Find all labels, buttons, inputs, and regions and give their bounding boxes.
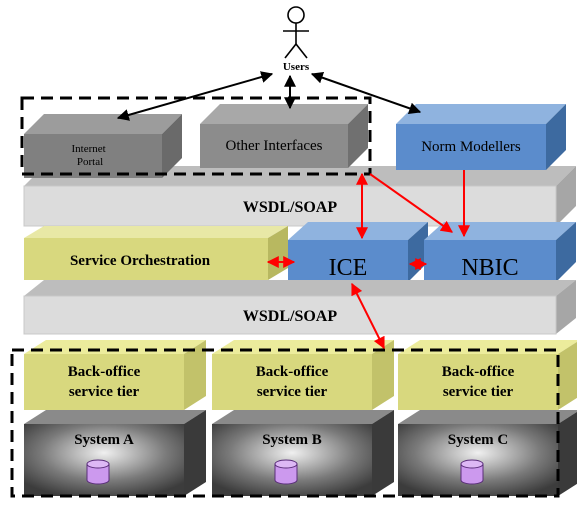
norm-modellers-label: Norm Modellers: [421, 139, 521, 155]
internet-portal-block: Internet Portal: [24, 114, 182, 178]
tier-side-face: [558, 341, 577, 410]
tier-label-line2: service tier: [443, 384, 514, 400]
back-office-tier-block: [212, 354, 372, 410]
wsdl-soap-bottom-label: WSDL/SOAP: [243, 308, 337, 325]
ice-label: ICE: [329, 255, 368, 281]
service-arrows: [266, 170, 470, 350]
back-office-dashed-boundary: [10, 348, 560, 498]
back-office-tier-block: [24, 354, 184, 410]
tier-top-face: [398, 340, 577, 354]
database-icon: [460, 459, 484, 485]
nbic-label: NBIC: [461, 255, 518, 281]
ice-block: ICE: [288, 222, 428, 282]
tier-label-line2: service tier: [257, 384, 328, 400]
database-icon: [86, 459, 110, 485]
tier-label-line1: Back-office: [68, 364, 141, 380]
system-top-face: [212, 410, 394, 424]
system-label: System C: [448, 432, 508, 448]
system-label: System B: [262, 432, 322, 448]
system-block: [212, 424, 372, 496]
internet-portal-label: Internet Portal: [72, 143, 109, 168]
arrow-ice-back-office: [351, 282, 385, 350]
norm-modellers-block: Norm Modellers: [396, 104, 566, 170]
wsdl-soap-top-label: WSDL/SOAP: [243, 199, 337, 216]
tier-side-face: [184, 340, 206, 410]
system-side-face: [558, 411, 577, 496]
service-orchestration-label: Service Orchestration: [70, 253, 211, 269]
system-block: [24, 424, 184, 496]
tier-label-line1: Back-office: [256, 364, 329, 380]
tier-side-face: [372, 340, 394, 410]
service-orchestration-block: Service Orchestration: [24, 226, 288, 280]
tier-top-face: [24, 340, 206, 354]
back-office-tier-block: [398, 354, 558, 410]
other-interfaces-label: Other Interfaces: [225, 138, 322, 154]
users-label: Users: [283, 61, 310, 73]
nbic-block: NBIC: [424, 222, 576, 282]
system-side-face: [372, 410, 394, 496]
system-side-face: [184, 410, 206, 496]
system-label: System A: [74, 432, 134, 448]
wsdl-soap-bottom-layer: WSDL/SOAP: [23, 280, 576, 335]
tier-top-face: [212, 340, 394, 354]
arrow-users-norm-modellers: [310, 71, 422, 115]
other-interfaces-block: Other Interfaces: [200, 104, 368, 168]
arrow-users-internet-portal: [116, 71, 274, 121]
stick-figure-icon: [283, 6, 309, 59]
system-top-face: [398, 410, 577, 424]
user-arrows: [116, 71, 422, 121]
arrow-interfaces-nbic: [369, 173, 453, 233]
system-block: [398, 424, 558, 496]
tier-label-line1: Back-office: [442, 364, 515, 380]
users-actor: Users: [283, 6, 310, 73]
database-icon: [274, 459, 298, 485]
system-top-face: [24, 410, 206, 424]
tier-label-line2: service tier: [69, 384, 140, 400]
